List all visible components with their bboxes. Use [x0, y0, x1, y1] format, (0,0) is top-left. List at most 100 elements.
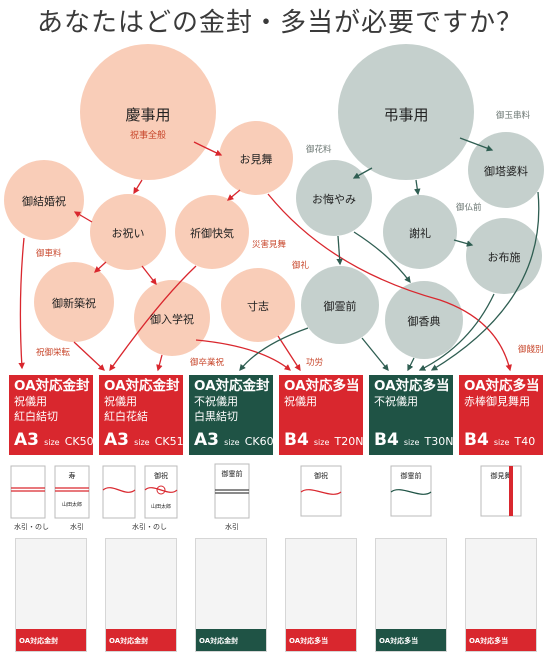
arrow-nyugaku-card2 [156, 354, 163, 372]
envelope-thumbnail: 御霊前 [390, 465, 432, 517]
card-usage: 赤棒御見舞用 [464, 395, 530, 408]
node-okuyami-label: お悔やみ [312, 192, 356, 206]
card-knot: 紅白花結 [104, 410, 148, 423]
thumbnail-caption: 水引・のし [132, 523, 167, 531]
product-card-ck51n[interactable]: OA対応金封 祝儀用 紅白花結 A3 size CK51N [99, 375, 192, 455]
caption-saigai: 災害見舞 [252, 239, 287, 250]
card-title: OA対応多当 [374, 378, 450, 394]
card-title: OA対応金封 [194, 378, 270, 394]
node-kekkon-circle [4, 160, 84, 240]
node-omimai-circle [219, 121, 293, 195]
caption-butsuzen: 御仏前 [456, 202, 482, 213]
node-sharei-circle [383, 195, 457, 269]
node-reizen-circle [301, 266, 379, 344]
package-label: OA対応金封 [19, 637, 59, 645]
card-usage: 不祝儀用 [374, 395, 418, 408]
product-card-t30n[interactable]: OA対応多当 不祝儀用 B4 size T30N [369, 375, 453, 455]
node-oiwai-label: お祝い [112, 226, 145, 240]
caption-sotsugyo: 御卒業祝 [190, 357, 225, 368]
envelope-thumbnail: 御祝 [300, 465, 342, 517]
card-knot: 白黒結切 [194, 410, 238, 423]
card-knot: 紅白結切 [14, 410, 58, 423]
card-title: OA対応金封 [14, 378, 90, 394]
envelope-name: 山田太郎 [151, 503, 171, 510]
product-card-ck50n[interactable]: OA対応金封 祝儀用 紅白結切 A3 size CK50N [9, 375, 102, 455]
caption-shukuei: 祝御栄転 [36, 347, 71, 358]
node-sunshi-circle [221, 268, 295, 342]
flow-diagram: 慶事用 祝事全般 弔事用 お見舞 御結婚祝 お祝い 祈御快気 御新築祝 御入学祝… [4, 44, 544, 372]
page-title: あなたはどの金封・多当が必要ですか？ [36, 8, 523, 38]
product-card-t20n[interactable]: OA対応多当 祝儀用 B4 size T20N [279, 375, 363, 455]
arrow-omimai-card6 [267, 193, 512, 372]
card-usage: 祝儀用 [14, 395, 47, 408]
envelope-text: 御祝 [314, 471, 328, 480]
arrow-ofuse-card5 [418, 293, 495, 371]
card-size: A3 size CK51N [104, 430, 192, 450]
arrow-tokuba-card5 [430, 191, 540, 371]
node-kigo-circle [175, 195, 249, 269]
envelope-text: 御霊前 [401, 471, 422, 480]
arrow-choji-sharei [414, 179, 421, 196]
node-kigo-label: 祈御快気 [190, 226, 234, 240]
card-title: OA対応金封 [104, 378, 180, 394]
product-card-t40[interactable]: OA対応多当 赤棒御見舞用 B4 size T40 [459, 375, 543, 455]
arrow-shinchiku-card2 [73, 341, 105, 371]
node-sharei-label: 謝礼 [409, 226, 431, 240]
card-title: OA対応多当 [284, 378, 360, 394]
arrow-oiwai-nyugaku [141, 265, 157, 286]
card-size: B4 size T30N [374, 430, 454, 450]
thumbnail-caption: 水引・のし [14, 523, 49, 531]
envelope-thumbnail: 御祝 山田太郎 [102, 465, 178, 519]
caption-orei: 御礼 [292, 260, 310, 271]
arrow-okuyami-koden [353, 231, 411, 284]
arrow-kekkon-card1 [18, 237, 25, 370]
node-ofuse-circle [466, 218, 542, 294]
arrow-sunshi-card4 [277, 335, 301, 372]
node-tokuba-label: 御塔婆料 [484, 164, 528, 178]
card-size: B4 size T40 [464, 430, 536, 450]
card-usage: 祝儀用 [104, 395, 137, 408]
arrow-keiji-oiwai [133, 179, 143, 195]
node-keiji-sub: 祝事全般 [130, 129, 166, 141]
envelope-thumbnail: 寿 山田太郎 [10, 465, 90, 519]
arrow-nyugaku-card4 [195, 339, 292, 371]
package-label: OA対応多当 [469, 637, 509, 645]
caption-oncha: 御車料 [36, 248, 62, 259]
arrow-oiwai-shinchiku [94, 261, 107, 273]
product-card-ck60n[interactable]: OA対応金封 不祝儀用 白黒結切 A3 size CK60N [189, 375, 282, 455]
thumbnail-caption: 水引 [70, 523, 84, 531]
product-package: OA対応金封 [195, 538, 267, 652]
caption-tamagushi: 御玉串料 [496, 110, 531, 121]
card-size: B4 size T20N [284, 430, 364, 450]
product-package: OA対応多当 [285, 538, 357, 652]
node-nyugaku-circle [134, 280, 210, 356]
caption-hanaryo: 御花料 [306, 144, 332, 155]
node-koden-circle [385, 281, 463, 359]
arrow-oiwai-kekkon [73, 211, 93, 223]
envelope-text: 御祝 [154, 471, 168, 480]
package-label: OA対応金封 [109, 637, 149, 645]
node-choji-label: 弔事用 [383, 106, 428, 124]
product-package: OA対応多当 [375, 538, 447, 652]
card-title: OA対応多当 [464, 378, 540, 394]
caption-koro: 功労 [306, 357, 323, 368]
envelope-text: 御霊前 [222, 469, 243, 478]
product-package: OA対応多当 [465, 538, 537, 652]
package-label: OA対応多当 [379, 637, 419, 645]
envelope-thumbnail: 御霊前 [214, 463, 250, 519]
caption-sembetsu: 御餞別 [518, 344, 544, 355]
envelope-text: 御見舞 [491, 471, 512, 480]
arrow-keiji-omimai [193, 141, 223, 156]
node-keiji-label: 慶事用 [125, 106, 170, 124]
arrow-reizen-card5 [361, 337, 389, 372]
node-choji-circle [338, 44, 474, 180]
node-shinchiku-label: 御新築祝 [52, 296, 96, 310]
card-usage: 祝儀用 [284, 395, 317, 408]
card-usage: 不祝儀用 [194, 395, 238, 408]
package-label: OA対応多当 [289, 637, 329, 645]
envelope-text: 寿 [69, 471, 76, 480]
node-oiwai-circle [90, 194, 166, 270]
arrow-choji-tokuba [459, 137, 494, 152]
node-omimai-label: お見舞 [240, 153, 273, 166]
product-package: OA対応金封 [105, 538, 177, 652]
